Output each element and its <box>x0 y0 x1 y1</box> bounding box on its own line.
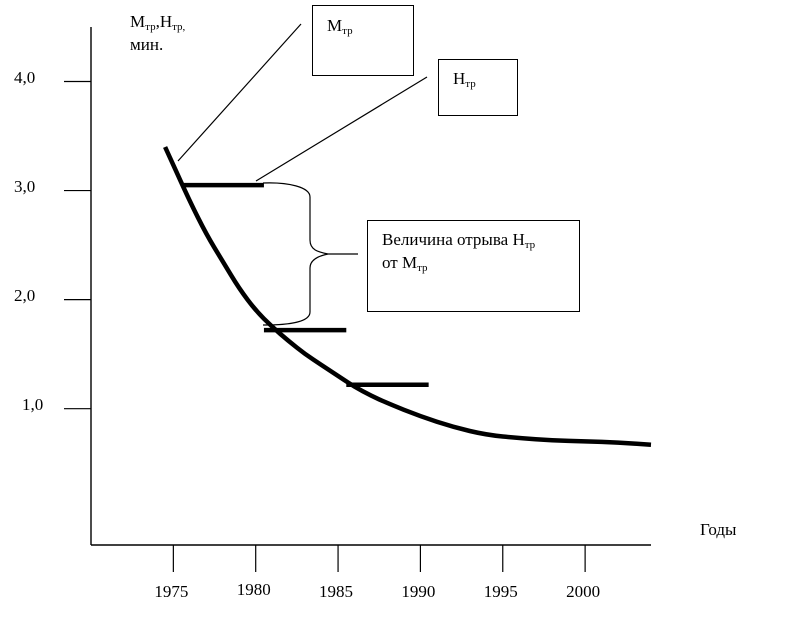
legend-label-m: Мтр <box>327 15 353 37</box>
y-tick-label: 3,0 <box>14 176 36 196</box>
gap-annotation-line1: Величина отрыва Нтр <box>382 229 535 251</box>
gap-annotation-box: Величина отрыва Нтр от Мтр <box>367 220 580 312</box>
legend-n-sub: тр <box>465 78 476 90</box>
leader-lines <box>177 23 428 326</box>
y-axis-unit: мин. <box>130 35 164 54</box>
x-tick-label: 1990 <box>401 582 436 601</box>
x-tick-label: 2000 <box>566 582 601 601</box>
y-axis-title: Мтр,Нтр, <box>130 12 186 33</box>
x-tick-label: 1995 <box>483 582 518 601</box>
y-tick-label: 2,0 <box>14 285 36 305</box>
legend-n-main: Н <box>453 69 466 88</box>
axes <box>64 27 651 572</box>
gap-line1-main: Величина отрыва Н <box>382 230 525 249</box>
legend-m-main: М <box>327 16 343 35</box>
x-tick-label: 1985 <box>319 582 354 601</box>
x-axis-title: Годы <box>700 520 737 539</box>
legend-label-n: Нтр <box>453 68 476 90</box>
gap-annotation-line2: от Мтр <box>382 252 428 274</box>
gap-line1-sub: тр <box>524 239 536 251</box>
gap-line2-main: от М <box>382 253 418 272</box>
leader-line-m <box>177 23 302 162</box>
legend-box-m: Мтр <box>312 5 414 76</box>
legend-box-n: Нтр <box>438 59 518 116</box>
x-tick-label: 1975 <box>154 582 189 601</box>
x-tick-label: 1980 <box>236 580 271 599</box>
y-axis-title-sub2: тр, <box>172 21 186 33</box>
series-mtr-line <box>163 146 652 447</box>
y-axis-title-sep: ,Н <box>155 12 173 31</box>
y-axis-title-sub: тр <box>145 21 156 33</box>
gap-brace <box>262 182 358 326</box>
y-tick-label: 4,0 <box>14 67 36 87</box>
leader-line-n <box>255 76 428 182</box>
series-layer <box>163 146 652 447</box>
gap-line2-sub: тр <box>417 262 428 274</box>
y-axis-title-main: М <box>130 12 146 31</box>
legend-m-sub: тр <box>342 25 353 37</box>
y-tick-label: 1,0 <box>22 394 44 414</box>
